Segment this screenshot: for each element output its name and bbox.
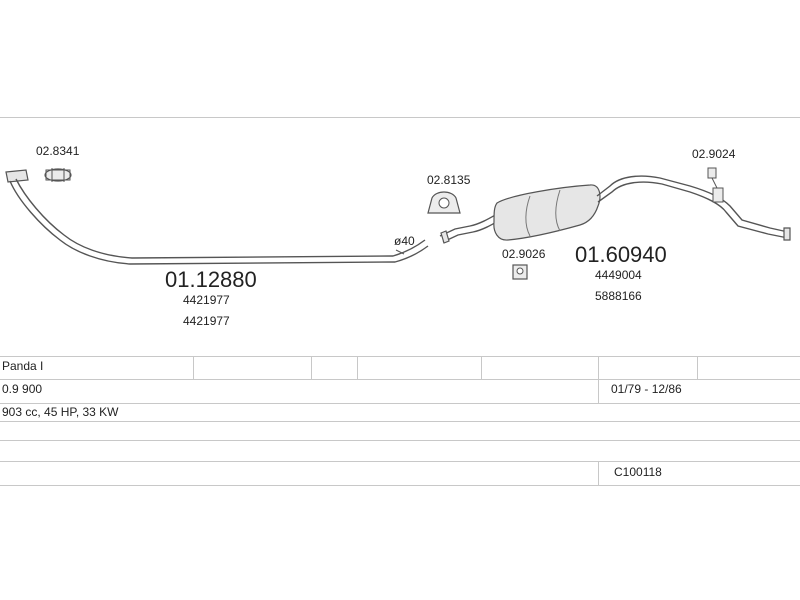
rear-hanger-icon bbox=[707, 167, 724, 203]
front-pipe-oe-1: 4421977 bbox=[183, 293, 230, 307]
diameter-label: ø40 bbox=[394, 234, 415, 248]
clamp-front-label: 02.8341 bbox=[36, 144, 80, 158]
rear-hanger-label: 02.9024 bbox=[692, 147, 736, 161]
rear-silencer-oe-1: 4449004 bbox=[595, 268, 642, 282]
rear-silencer-part bbox=[439, 175, 791, 244]
code-cell: C100118 bbox=[614, 465, 662, 479]
col-divider bbox=[193, 356, 194, 379]
row-divider bbox=[0, 421, 800, 422]
row-divider bbox=[0, 379, 800, 380]
spec-cell: 903 cc, 45 HP, 33 KW bbox=[2, 405, 119, 419]
front-pipe-oe-2: 4421977 bbox=[183, 314, 230, 328]
col-divider bbox=[598, 379, 599, 403]
row-divider bbox=[0, 440, 800, 441]
row-divider bbox=[0, 356, 800, 357]
row-divider bbox=[0, 461, 800, 462]
rubber-mount-icon bbox=[512, 264, 528, 280]
col-divider bbox=[311, 356, 312, 379]
top-divider bbox=[0, 117, 800, 118]
row-divider bbox=[0, 485, 800, 486]
clamp-mid-label: 02.8135 bbox=[427, 173, 471, 187]
col-divider bbox=[598, 356, 599, 379]
col-divider bbox=[697, 356, 698, 379]
row-divider bbox=[0, 403, 800, 404]
front-pipe-number: 01.12880 bbox=[165, 267, 257, 292]
col-divider bbox=[357, 356, 358, 379]
col-divider bbox=[598, 461, 599, 485]
engine-cell: 0.9 900 bbox=[2, 382, 43, 396]
clamp-front-icon bbox=[44, 168, 72, 182]
exhaust-drawing: 02.8341 01.12880 4421977 4421977 ø40 02.… bbox=[5, 144, 791, 328]
col-divider bbox=[481, 356, 482, 379]
rear-silencer-number: 01.60940 bbox=[575, 242, 667, 267]
front-pipe-part bbox=[5, 169, 429, 265]
rubber-mount-label: 02.9026 bbox=[502, 247, 546, 261]
model-cell: Panda I bbox=[2, 359, 44, 373]
years-cell: 01/79 - 12/86 bbox=[611, 382, 682, 396]
clamp-mid-icon bbox=[427, 191, 461, 214]
rear-silencer-oe-2: 5888166 bbox=[595, 289, 642, 303]
